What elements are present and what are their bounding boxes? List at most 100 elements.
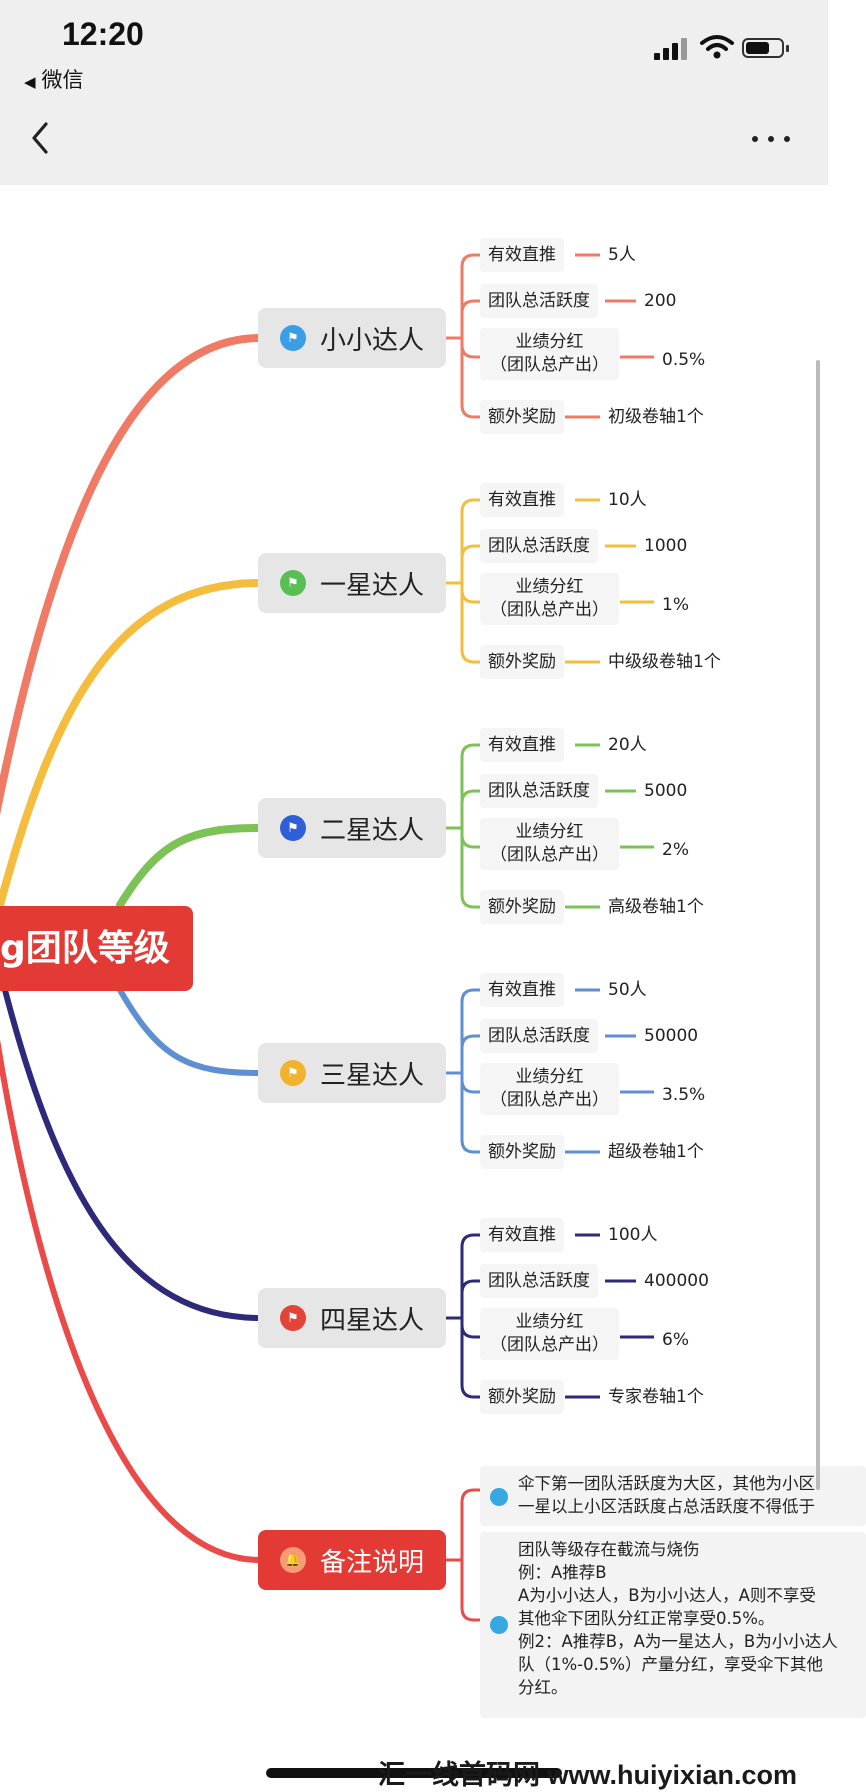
item-label: 额外奖励: [480, 645, 564, 679]
item-label: 团队总活跃度: [480, 1019, 598, 1053]
item-value: 5000: [636, 774, 696, 808]
branch-line-5: [0, 1039, 263, 1563]
back-to-app-link[interactable]: ◀微信: [24, 64, 84, 94]
branch-line-1: [0, 579, 264, 909]
sub-branch-lines: [446, 253, 654, 1622]
item-label-multiline: 业绩分红 （团队总产出）: [480, 818, 619, 870]
back-chevron-icon[interactable]: [26, 118, 56, 158]
flag-icon: ⚑: [280, 1060, 306, 1086]
trunk-line: [460, 988, 480, 1073]
item-label-line1: 业绩分红: [515, 822, 584, 842]
trunk-line: [460, 1034, 480, 1073]
item-value: 5人: [600, 238, 644, 272]
item-value: 专家卷轴1个: [600, 1380, 712, 1414]
branch-line-4: [2, 987, 263, 1321]
level-node-2[interactable]: ⚑ 二星达人: [258, 798, 446, 858]
item-value: 初级卷轴1个: [600, 400, 712, 434]
item-value: 0.5%: [654, 343, 714, 377]
vertical-scrollbar[interactable]: [816, 360, 820, 1490]
trunk-line: [460, 1279, 480, 1318]
level-name: 小小达人: [320, 325, 425, 356]
note-line: 队（1%-0.5%）产量分红，享受伞下其他: [518, 1655, 824, 1674]
root-node[interactable]: g团队等级: [0, 906, 193, 991]
trunk-line: [460, 1073, 480, 1094]
note-line: 分红。: [518, 1678, 568, 1697]
item-value: 1%: [654, 588, 697, 622]
note-trunk-line: [460, 1488, 480, 1560]
trunk-line: [460, 338, 480, 419]
item-label-line2: （团队总产出）: [490, 600, 609, 620]
item-label-line2: （团队总产出）: [490, 1090, 609, 1110]
item-label-line1: 业绩分红: [515, 1067, 584, 1087]
battery-icon: [742, 38, 789, 58]
item-label: 有效直推: [480, 238, 564, 272]
home-indicator[interactable]: [266, 1768, 562, 1778]
note-line: 团队等级存在截流与烧伤: [518, 1540, 700, 1559]
bell-icon: 🔔: [280, 1547, 306, 1573]
item-value: 10人: [600, 483, 655, 517]
level-name: 二星达人: [320, 815, 425, 846]
more-options-icon[interactable]: [748, 124, 794, 154]
note-line: 一星以上小区活跃度占总活跃度不得低于: [518, 1497, 815, 1516]
item-label: 额外奖励: [480, 1380, 564, 1414]
item-value: 50人: [600, 973, 655, 1007]
item-label-multiline: 业绩分红 （团队总产出）: [480, 573, 619, 625]
note-line: 伞下第一团队活跃度为大区，其他为小区: [518, 1474, 815, 1493]
item-label-line2: （团队总产出）: [490, 1335, 609, 1355]
item-value: 2%: [654, 833, 697, 867]
mindmap-connectors: [0, 253, 654, 1622]
level-node-0[interactable]: ⚑ 小小达人: [258, 308, 446, 368]
flag-icon: ⚑: [280, 1305, 306, 1331]
item-value: 1000: [636, 529, 696, 563]
note-box-2: 团队等级存在截流与烧伤 例：A推荐B A为小小达人，B为小小达人，A则不享受 其…: [480, 1532, 866, 1718]
item-label: 额外奖励: [480, 400, 564, 434]
note-node[interactable]: 🔔 备注说明: [258, 1530, 446, 1590]
item-value: 高级卷轴1个: [600, 890, 712, 924]
trunk-line: [460, 828, 480, 849]
level-node-3[interactable]: ⚑ 三星达人: [258, 1043, 446, 1103]
trunk-line: [460, 828, 480, 909]
level-node-4[interactable]: ⚑ 四星达人: [258, 1288, 446, 1348]
trunk-line: [460, 743, 480, 828]
item-label: 团队总活跃度: [480, 1264, 598, 1298]
flag-icon: ⚑: [280, 325, 306, 351]
gem-icon: [490, 1616, 508, 1634]
level-node-1[interactable]: ⚑ 一星达人: [258, 553, 446, 613]
item-value: 超级卷轴1个: [600, 1135, 712, 1169]
item-value: 400000: [636, 1264, 717, 1298]
item-value: 3.5%: [654, 1078, 714, 1112]
note-box-1: 伞下第一团队活跃度为大区，其他为小区 一星以上小区活跃度占总活跃度不得低于: [480, 1466, 866, 1526]
note-line: 其他伞下团队分红正常享受0.5%。: [518, 1609, 775, 1628]
item-label-line2: （团队总产出）: [490, 845, 609, 865]
gem-icon: [490, 1488, 508, 1506]
trunk-line: [460, 253, 480, 338]
wifi-icon: [700, 35, 734, 59]
back-app-label: 微信: [41, 68, 84, 92]
item-label-multiline: 业绩分红（团队总产出）: [480, 328, 619, 380]
trunk-line: [460, 299, 480, 338]
trunk-line: [460, 1318, 480, 1339]
note-line: 例2：A推荐B，A为一星达人，B为小小达人: [518, 1632, 838, 1651]
item-value: 中级级卷轴1个: [600, 645, 729, 679]
item-label-line1: 业绩分红: [515, 332, 584, 352]
item-value: 20人: [600, 728, 655, 762]
branch-line-2: [116, 824, 264, 909]
trunk-line: [460, 583, 480, 604]
trunk-line: [460, 1233, 480, 1318]
trunk-line: [460, 1318, 480, 1399]
flag-icon: ⚑: [280, 815, 306, 841]
item-label-line1: 业绩分红: [515, 577, 584, 597]
level-name: 一星达人: [320, 570, 425, 601]
branch-line-0: [0, 334, 264, 816]
item-label: 有效直推: [480, 483, 564, 517]
level-name: 四星达人: [320, 1305, 425, 1336]
level-name: 三星达人: [320, 1060, 425, 1091]
item-label: 团队总活跃度: [480, 774, 598, 808]
trunk-line: [460, 544, 480, 583]
item-label: 额外奖励: [480, 1135, 564, 1169]
branch-line-3: [117, 987, 263, 1076]
item-label: 有效直推: [480, 1218, 564, 1252]
note-title: 备注说明: [320, 1547, 425, 1578]
status-bar: 12:20 ◀微信: [0, 0, 828, 185]
trunk-line: [460, 1073, 480, 1154]
